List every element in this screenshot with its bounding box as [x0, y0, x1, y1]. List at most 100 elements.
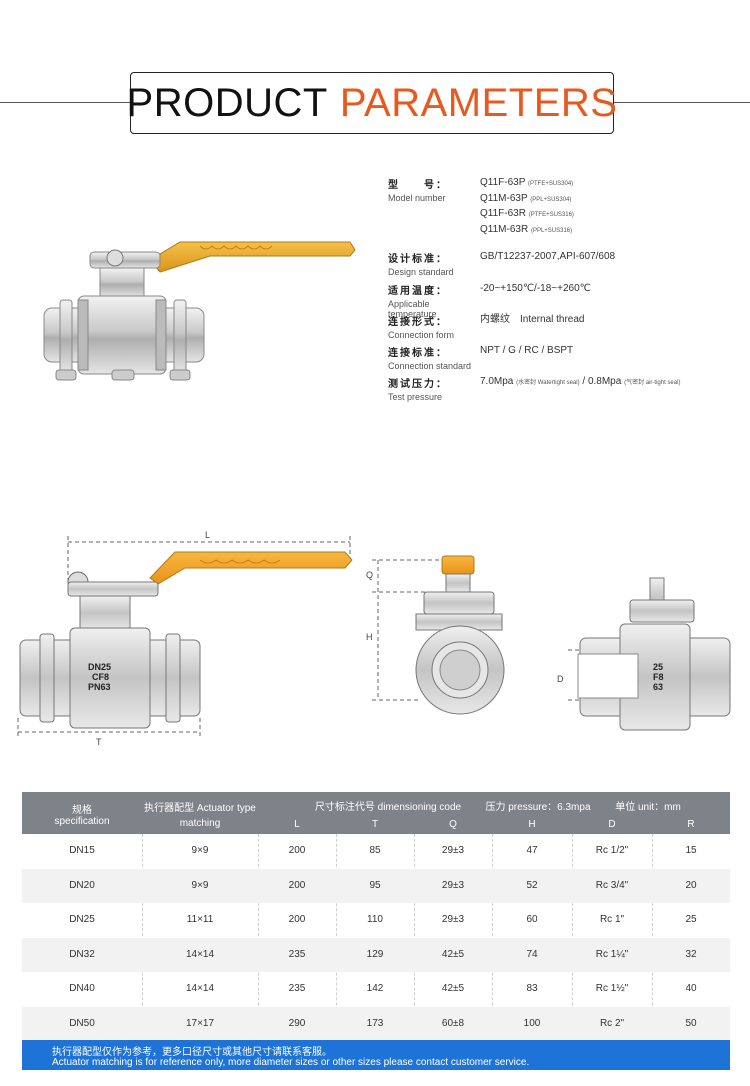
cell-actuator: 11×11 [186, 914, 214, 925]
cell-h: 74 [526, 948, 538, 960]
cell-l: 200 [288, 914, 306, 925]
cell-q: 29±3 [441, 845, 465, 856]
pressure-note: (水密封 Watertight seal) [516, 380, 580, 386]
cell-h: 47 [526, 845, 538, 856]
header-line-left [0, 102, 130, 103]
cell-r: 20 [685, 879, 697, 891]
header-dimension: 尺寸标注代号 dimensioning code [314, 802, 462, 813]
cell-l: 200 [288, 879, 306, 891]
cell-spec: DN20 [69, 879, 95, 891]
model-q11m-63r: Q11M-63R [480, 223, 529, 235]
param-value: -20~+150℃/-18~+260℃ [480, 283, 591, 294]
cell-r: 32 [685, 948, 697, 960]
param-label-en: Test pressure [388, 392, 443, 402]
cell-q: 60±8 [441, 1017, 465, 1029]
side-marking-dn: 25 [653, 662, 663, 672]
model-note: (PTFE+SUS304) [528, 181, 574, 187]
title-part1: PRODUCT [126, 80, 328, 125]
model-q11f-63r: Q11F-63R [480, 208, 526, 219]
front-view: L DN25 CF8 PN63 T [17, 530, 353, 747]
param-label-cn: 连接形式： [388, 317, 448, 328]
header-spec-cn: 规格 [72, 805, 92, 816]
dim-label-L: L [205, 530, 210, 540]
model-note: (PTFE+SUS316) [528, 212, 574, 218]
header-spec-en: specification [54, 816, 110, 827]
cell-t: 110 [367, 914, 383, 925]
col-separator [142, 834, 143, 1040]
cell-r: 25 [685, 914, 697, 925]
cell-t: 129 [366, 948, 384, 960]
air-pressure: / 0.8Mpa [579, 376, 622, 387]
cell-q: 42±5 [441, 948, 465, 960]
pressure-note: (气密封 air-tight seal) [624, 380, 681, 386]
cell-l: 235 [288, 948, 306, 960]
header-line-right [612, 102, 750, 103]
end-view: Q H [366, 555, 505, 715]
cell-spec: DN32 [69, 948, 95, 960]
cell-t: 85 [369, 845, 381, 856]
cell-spec: DN25 [69, 914, 95, 925]
column-d: D [608, 819, 616, 830]
water-pressure: 7.0Mpa [480, 376, 514, 387]
cell-d: Rc 1½" [595, 983, 629, 994]
col-separator [652, 834, 653, 1040]
cell-d: Rc 1/2" [595, 845, 629, 856]
cell-t: 173 [366, 1017, 384, 1029]
header-actuator: 执行器配型 Actuator type matching [144, 803, 256, 829]
cell-h: 100 [523, 1017, 541, 1029]
model-note: (PPL+SUS316) [530, 227, 573, 234]
param-label-en: Applicable temperature [388, 299, 437, 319]
dim-label-Q: Q [366, 570, 373, 580]
cell-q: 29±3 [441, 879, 465, 891]
column-r: R [687, 819, 695, 830]
body-marking-material: CF8 [92, 672, 109, 682]
body-marking-pn: PN63 [88, 682, 111, 692]
cell-q: 42±5 [441, 983, 465, 994]
header-pressure: 压力 pressure：6.3mpa [485, 802, 591, 813]
cell-l: 290 [288, 1017, 306, 1029]
column-l: L [294, 819, 300, 830]
side-marking-pn: 63 [653, 682, 663, 692]
cell-actuator: 17×17 [185, 1017, 215, 1029]
param-value: GB/T12237-2007,API-607/608 [480, 251, 616, 262]
ball-valve-illustration [43, 241, 356, 381]
cell-d: Rc 1¼" [595, 948, 629, 960]
cell-h: 83 [526, 983, 538, 994]
col-separator [414, 834, 415, 1040]
column-t: T [371, 819, 379, 830]
footnote-en: Actuator matching is for reference only,… [52, 1057, 530, 1068]
side-cutaway-view: D R 25 F8 63 [557, 577, 731, 731]
cell-d: Rc 1" [599, 914, 625, 925]
param-value: Q11F-63P (PTFE+SUS304) Q11M-63P (PPL+SUS… [480, 176, 574, 238]
table-row: DN32 14×14 235 129 42±5 74 Rc 1¼" 32 [22, 937, 730, 972]
table-footnote: 执行器配型仅作为参考，更多口径尺寸或其他尺寸请联系客服。 Actuator ma… [22, 1040, 730, 1070]
col-separator [258, 834, 259, 1040]
param-value: 7.0Mpa (水密封 Watertight seal) / 0.8Mpa (气… [480, 375, 680, 391]
param-label-cn: 连接标准： [388, 348, 448, 359]
model-q11m-63p: Q11M-63P [480, 192, 528, 204]
footnote-cn: 执行器配型仅作为参考，更多口径尺寸或其他尺寸请联系客服。 [52, 1047, 332, 1058]
dim-label-H: H [366, 632, 373, 642]
cell-d: Rc 2" [599, 1017, 625, 1029]
cell-actuator: 9×9 [191, 879, 209, 891]
dim-label-T: T [96, 737, 102, 747]
column-q: Q [449, 819, 457, 830]
cell-actuator: 14×14 [185, 948, 215, 960]
param-label-en: Model number [388, 193, 446, 203]
col-separator [336, 834, 337, 1040]
model-note: (PPL+SUS304) [530, 196, 572, 203]
param-label-en: Connection standard [388, 361, 472, 371]
side-marking-material: F8 [653, 672, 664, 682]
param-label-cn: 设计标准： [388, 254, 448, 265]
cell-actuator: 9×9 [191, 845, 209, 856]
param-label-cn: 测试压力： [388, 379, 448, 390]
cell-spec: DN50 [69, 1017, 95, 1029]
column-h: H [528, 819, 536, 830]
param-value: NPT / G / RC / BSPT [480, 345, 574, 356]
col-separator [492, 834, 493, 1040]
